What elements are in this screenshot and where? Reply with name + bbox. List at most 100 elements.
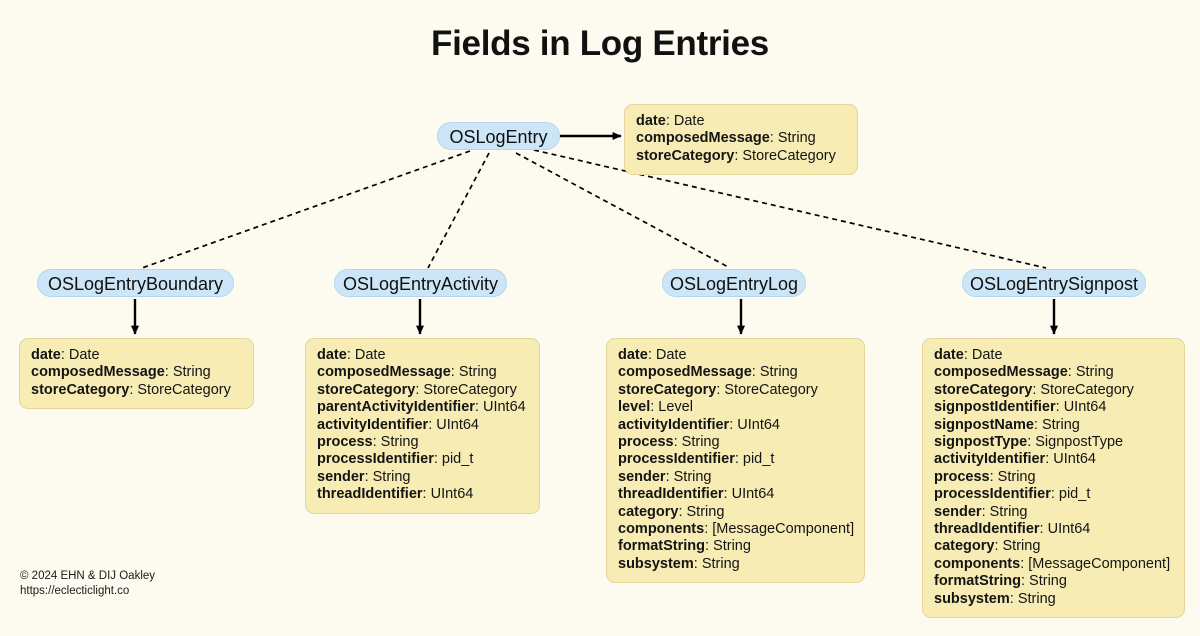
field-type: : UInt64 xyxy=(723,486,775,503)
field-type: : String xyxy=(705,538,751,555)
field-name: signpostType xyxy=(934,434,1028,451)
field-row: category: String xyxy=(934,538,1173,555)
node-oslogentryboundary[interactable]: OSLogEntryBoundary xyxy=(37,269,234,297)
field-row: level: Level xyxy=(618,399,853,416)
field-name: formatString xyxy=(618,538,705,555)
field-type: : Date xyxy=(346,347,386,363)
field-row: composedMessage: String xyxy=(618,364,853,381)
field-row: composedMessage: String xyxy=(31,364,242,381)
field-type: : String xyxy=(1009,590,1056,607)
field-name: components xyxy=(618,521,705,538)
field-row: sender: String xyxy=(317,469,528,486)
field-row: parentActivityIdentifier: UInt64 xyxy=(317,399,528,416)
field-type: : StoreCategory xyxy=(129,381,231,398)
field-name: formatString xyxy=(934,573,1021,590)
field-name: storeCategory xyxy=(317,381,416,398)
field-type: : String xyxy=(164,364,211,381)
field-row: date: Date xyxy=(934,347,1173,364)
field-row: activityIdentifier: UInt64 xyxy=(618,417,853,434)
field-type: : String xyxy=(981,503,1028,520)
field-type: : UInt64 xyxy=(1045,451,1096,468)
field-name: storeCategory xyxy=(934,381,1033,398)
field-type: : pid_t xyxy=(433,451,474,468)
field-name: components xyxy=(934,555,1021,572)
field-type: : String xyxy=(769,130,816,147)
node-oslogentry-label: OSLogEntry xyxy=(449,127,548,147)
node-oslogentrysignpost[interactable]: OSLogEntrySignpost xyxy=(962,269,1146,297)
field-name: threadIdentifier xyxy=(618,486,724,503)
page-title: Fields in Log Entries xyxy=(431,24,769,63)
field-name: activityIdentifier xyxy=(934,451,1046,468)
field-type: : StoreCategory xyxy=(734,147,836,164)
field-row: date: Date xyxy=(636,113,846,130)
field-type: : String xyxy=(994,538,1041,555)
field-row: processIdentifier: pid_t xyxy=(317,451,528,468)
field-name: signpostIdentifier xyxy=(934,399,1056,416)
field-row: formatString: String xyxy=(618,538,853,555)
field-row: activityIdentifier: UInt64 xyxy=(317,417,528,434)
field-type: : String xyxy=(372,434,419,451)
field-row: subsystem: String xyxy=(934,591,1173,608)
field-type: : SignpostType xyxy=(1027,434,1124,451)
field-type: : String xyxy=(1033,416,1080,433)
field-type: : String xyxy=(678,503,725,520)
field-type: : StoreCategory xyxy=(1032,381,1134,398)
field-name: date xyxy=(934,347,964,363)
field-name: subsystem xyxy=(934,590,1010,607)
field-type: : UInt64 xyxy=(1055,399,1107,416)
field-type: : String xyxy=(364,468,411,485)
field-type: : Level xyxy=(650,399,693,416)
field-name: composedMessage xyxy=(636,130,770,147)
field-name: storeCategory xyxy=(636,147,735,164)
field-row: threadIdentifier: UInt64 xyxy=(618,486,853,503)
field-name: sender xyxy=(317,468,365,485)
field-name: process xyxy=(618,434,674,451)
field-row: process: String xyxy=(618,434,853,451)
node-oslogentrysignpost-label: OSLogEntrySignpost xyxy=(969,274,1139,294)
field-name: composedMessage xyxy=(618,364,752,381)
node-oslogentrylog[interactable]: OSLogEntryLog xyxy=(662,269,806,297)
field-name: date xyxy=(618,347,648,363)
field-name: subsystem xyxy=(618,555,694,572)
field-type: : StoreCategory xyxy=(415,381,517,398)
field-name: date xyxy=(317,347,347,363)
field-type: : Date xyxy=(665,113,705,129)
field-name: process xyxy=(317,434,373,451)
field-row: date: Date xyxy=(618,347,853,364)
field-type: : String xyxy=(989,468,1036,485)
field-name: sender xyxy=(934,503,982,520)
edge-root-to-boundary xyxy=(141,150,471,269)
field-type: : Date xyxy=(60,347,100,363)
field-name: threadIdentifier xyxy=(934,521,1040,538)
field-row: signpostName: String xyxy=(934,417,1173,434)
field-row: threadIdentifier: UInt64 xyxy=(317,486,528,503)
field-name: category xyxy=(934,538,995,555)
field-name: date xyxy=(31,347,61,363)
field-row: process: String xyxy=(934,469,1173,486)
field-type: : UInt64 xyxy=(1039,521,1091,538)
node-oslogentryactivity-label: OSLogEntryActivity xyxy=(342,274,499,294)
node-oslogentryactivity[interactable]: OSLogEntryActivity xyxy=(334,269,507,297)
field-row: components: [MessageComponent] xyxy=(618,521,855,538)
field-type: : UInt64 xyxy=(422,486,474,503)
footer-url: https://eclecticlight.co xyxy=(20,585,130,597)
field-row: subsystem: String xyxy=(618,556,853,573)
field-row: signpostIdentifier: UInt64 xyxy=(934,399,1173,416)
node-oslogentry[interactable]: OSLogEntry xyxy=(437,122,560,150)
field-row: activityIdentifier: UInt64 xyxy=(934,451,1173,468)
field-row: composedMessage: String xyxy=(636,130,846,147)
field-name: storeCategory xyxy=(618,381,717,398)
field-row: processIdentifier: pid_t xyxy=(618,451,853,468)
field-type: : UInt64 xyxy=(474,399,526,416)
field-type: : [MessageComponent] xyxy=(704,521,855,538)
field-name: threadIdentifier xyxy=(317,486,423,503)
field-type: : String xyxy=(673,434,720,451)
field-row: storeCategory: StoreCategory xyxy=(31,382,242,399)
field-name: category xyxy=(618,503,679,520)
field-name: activityIdentifier xyxy=(317,416,429,433)
field-row: process: String xyxy=(317,434,528,451)
